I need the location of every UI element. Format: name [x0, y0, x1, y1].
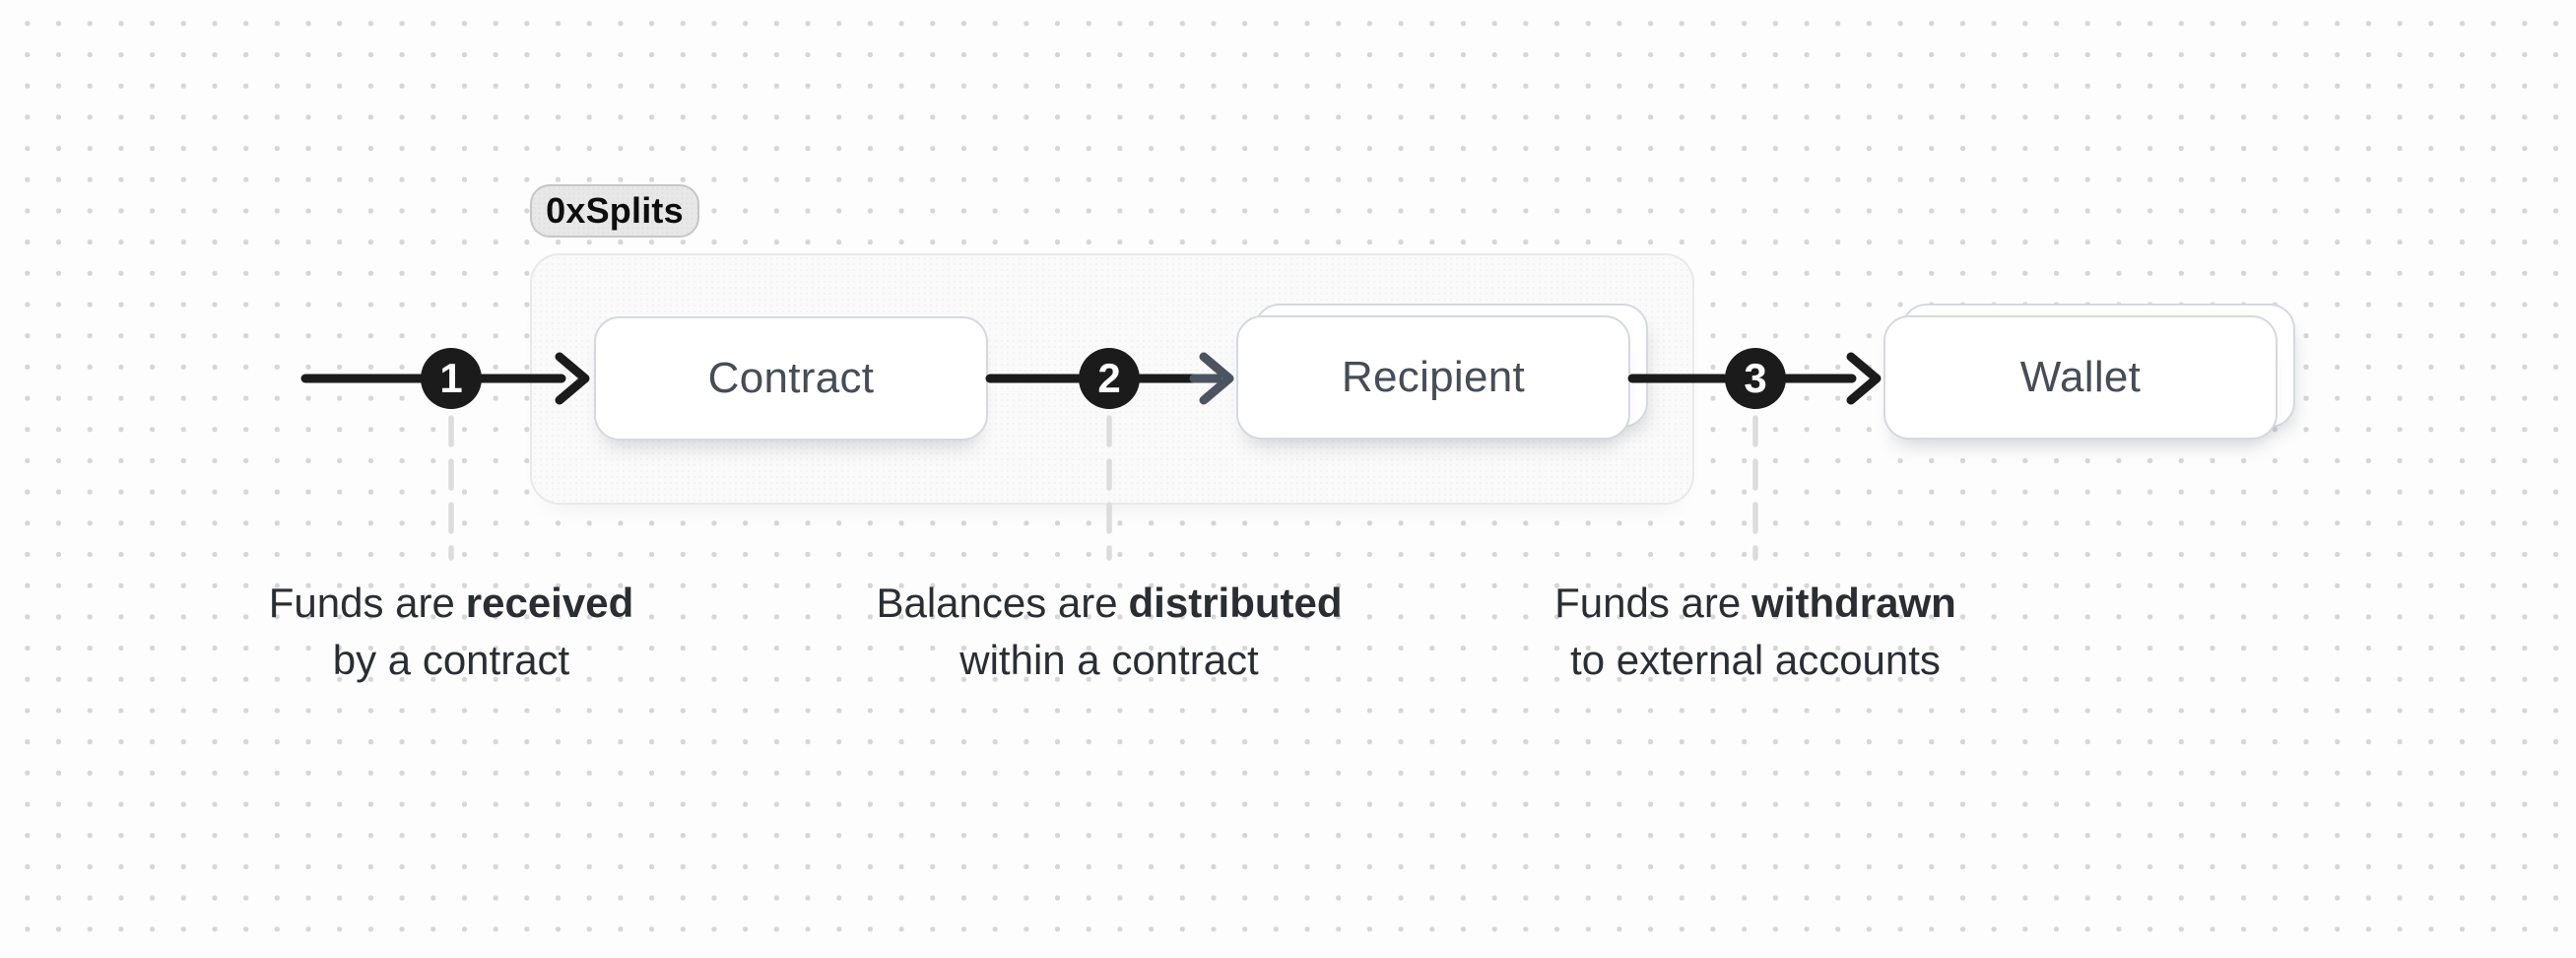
step-1-number: 1: [439, 355, 463, 401]
node-recipient: Recipient: [1236, 315, 1630, 440]
arrow-2-head-icon: [1199, 352, 1234, 405]
node-contract-label: Contract: [707, 354, 875, 402]
step-3-marker: 3: [1725, 348, 1786, 409]
node-recipient-label: Recipient: [1341, 353, 1526, 401]
step-1-marker: 1: [421, 348, 482, 409]
splits-group-badge: 0xSplits: [530, 184, 699, 238]
step-2-number: 2: [1097, 355, 1121, 401]
node-wallet-label: Wallet: [2019, 353, 2142, 401]
step-3-caption-line2: to external accounts: [1570, 637, 1941, 683]
step-3-number: 3: [1744, 355, 1767, 401]
step-1-caption-line2: by a contract: [332, 637, 570, 683]
step-2-marker: 2: [1079, 348, 1140, 409]
node-contract: Contract: [594, 316, 988, 441]
step-2-caption-line2: within a contract: [959, 637, 1259, 683]
node-wallet: Wallet: [1883, 315, 2278, 440]
splits-group-label: 0xSplits: [546, 190, 684, 231]
arrow-1-head-icon: [555, 352, 590, 405]
arrow-3-head-icon: [1846, 352, 1882, 405]
